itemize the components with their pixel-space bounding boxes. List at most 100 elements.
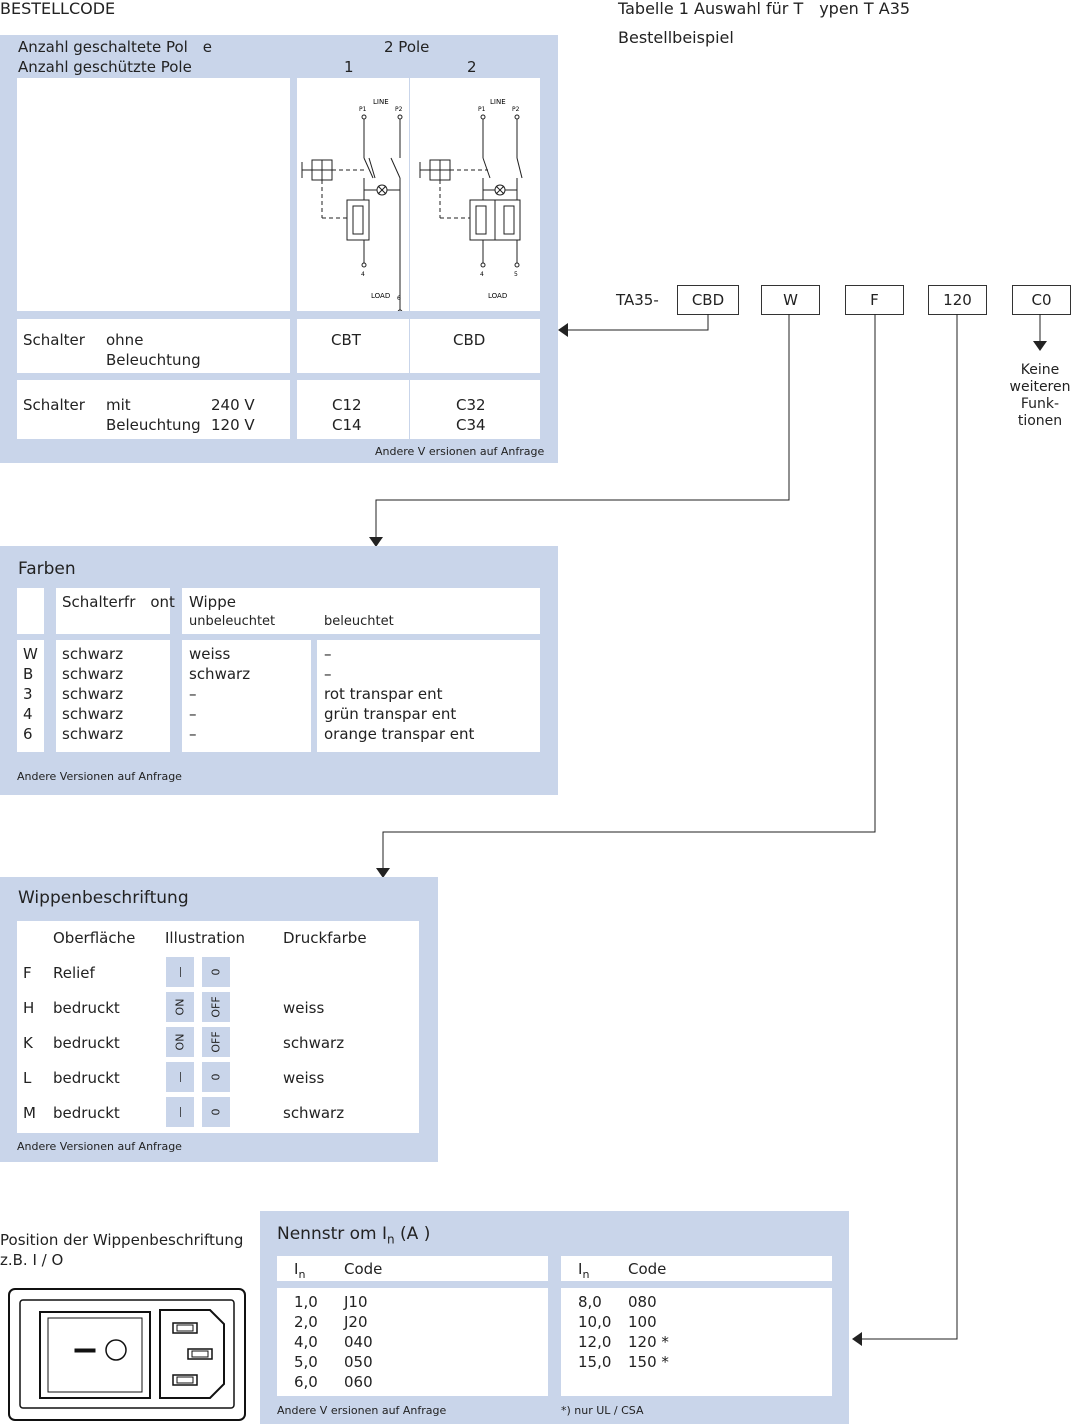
farben-header-front-cell: Schalterfr ont [56, 588, 175, 634]
switch-light-v2-cell: C32 C34 [410, 380, 540, 439]
diagram2-line-label: LINE [490, 98, 506, 106]
farben-col-unlit: unbeleuchtet [189, 614, 276, 629]
diagram1-p2-label: P2 [395, 106, 403, 113]
wippen-surface-1: Relief [53, 964, 95, 982]
wippen-illus-4a-text: — [173, 1071, 187, 1083]
diagram2-p1-label: P1 [478, 106, 486, 113]
wippen-surface-5: bedruckt [53, 1104, 120, 1122]
farben-unlit-3: – [189, 685, 197, 703]
position-line-2: z.B. I / O [0, 1251, 64, 1269]
wippen-panel: Wippenbeschriftung Oberfläche Illustrati… [0, 877, 438, 1162]
nennstrom-right-col-i-text: I [578, 1260, 583, 1278]
nennstrom-right-col-code: Code [628, 1260, 667, 1278]
wippen-illus-4b-text: 0 [209, 1073, 223, 1081]
poles-row1-label: Anzahl geschaltete Pol e [18, 38, 213, 56]
nennstrom-title-pre: Nennstr om I [277, 1224, 388, 1244]
nennstrom-left-header: In Code [277, 1256, 548, 1281]
nennstrom-left-col-i-sub: n [298, 1268, 306, 1281]
wippen-print-3: schwarz [283, 1034, 345, 1052]
farben-lit-4: grün transpar ent [324, 705, 457, 723]
wippen-illus-3b: OFF [202, 1027, 230, 1057]
nennstrom-right-i-2: 10,0 [578, 1313, 612, 1331]
poles-panel: Anzahl geschaltete Pol e 2 Pole Anzahl g… [0, 35, 558, 463]
farben-col-lit: beleuchtet [324, 614, 394, 629]
connector-w-line [375, 314, 790, 540]
farben-front-5: schwarz [62, 725, 124, 743]
arrow-c0-icon [1033, 341, 1047, 351]
farben-lit-1: – [324, 645, 332, 663]
c0-note-line-1: Keine [1020, 362, 1060, 378]
nennstrom-left-i-5: 6,0 [294, 1373, 318, 1391]
nennstrom-footnote: *) nur UL / CSA [561, 1404, 644, 1417]
poles-row1-value: 2 Pole [384, 38, 430, 56]
nennstrom-right-code-2: 100 [628, 1313, 657, 1331]
c0-note-line-4: tionen [1017, 413, 1063, 429]
wippen-illus-5a: — [166, 1097, 194, 1127]
nennstrom-right-col-i-sub: n [582, 1268, 590, 1281]
wippen-code-5: M [23, 1104, 36, 1122]
nennstrom-panel: Nennstr om In (A ) In Code In Code 1,0 J… [260, 1211, 849, 1424]
diagram-cell-1: LINE P1 P2 4 6 LOAD [297, 78, 409, 311]
farben-front-2: schwarz [62, 665, 124, 683]
wippen-surface-4: bedruckt [53, 1069, 120, 1087]
switch-light-volt1: 240 V [211, 396, 255, 414]
wippen-col-illustration: Illustration [165, 929, 246, 947]
wippen-illus-4a: — [166, 1062, 194, 1092]
wippen-code-1: F [23, 964, 32, 982]
order-code-part-1: CBD [677, 285, 739, 315]
nennstrom-left-code-3: 040 [344, 1333, 373, 1351]
farben-panel: Farben Schalterfr ont Wippe unbeleuchtet… [0, 546, 558, 795]
nennstrom-right-header: In Code [561, 1256, 832, 1281]
farben-note: Andere Versionen auf Anfrage [17, 770, 182, 783]
nennstrom-title: Nennstr om In (A ) [277, 1225, 430, 1248]
table-title: Tabelle 1 Auswahl für T ypen T A35 [618, 0, 911, 18]
poles-col1: 1 [344, 58, 354, 76]
poles-row2-label: Anzahl geschützte Pole [18, 58, 192, 76]
diagram2-p2-label: P2 [512, 106, 520, 113]
switch-no-light-label: Schalter [23, 331, 85, 349]
farben-unlit-4: – [189, 705, 197, 723]
switch-light-sub2: Beleuchtung [106, 416, 201, 434]
farben-code-2: B [23, 665, 34, 683]
wippen-illus-3a: ON [166, 1027, 194, 1057]
switch-light-label: Schalter [23, 396, 85, 414]
wippen-surface-2: bedruckt [53, 999, 120, 1017]
c0-note-line-2: weiteren [1009, 379, 1071, 395]
switch-light-sub1: mit [106, 396, 131, 414]
wippen-title: Wippenbeschriftung [18, 888, 189, 908]
switch-light-volt2: 120 V [211, 416, 255, 434]
nennstrom-left-code-2: J20 [344, 1313, 368, 1331]
diagram1-load-label: LOAD [371, 292, 390, 300]
farben-unlit-1: weiss [189, 645, 231, 663]
c0-note-line-3: Funk- [1020, 396, 1060, 412]
nennstrom-note: Andere V ersionen auf Anfrage [277, 1404, 447, 1417]
diagram1-line-label: LINE [373, 98, 389, 106]
wippen-print-2: weiss [283, 999, 325, 1017]
nennstrom-left-code-5: 060 [344, 1373, 373, 1391]
wippen-illus-1a-text: — [173, 966, 187, 978]
wippen-illus-1b: 0 [202, 957, 230, 987]
wippen-illus-2a: ON [166, 992, 194, 1022]
wippen-illus-2b-text: OFF [209, 996, 223, 1018]
farben-code-5: 6 [23, 725, 33, 743]
switch-light-v1b: C14 [332, 416, 362, 434]
wippen-code-3: K [23, 1034, 33, 1052]
farben-unlit-2: schwarz [189, 665, 251, 683]
switch-no-light-v1-cell: CBT [297, 319, 409, 373]
switch-no-light-v2-cell: CBD [410, 319, 540, 373]
nennstrom-left-code-1: J10 [344, 1293, 368, 1311]
wippen-illus-1b-text: 0 [209, 968, 223, 976]
wippen-note: Andere Versionen auf Anfrage [17, 1140, 182, 1153]
wippen-illus-4b: 0 [202, 1062, 230, 1092]
arrow-f-icon [376, 868, 390, 878]
farben-lit-cell: – – rot transpar ent grün transpar ent o… [317, 640, 540, 752]
farben-front-1: schwarz [62, 645, 124, 663]
wippen-surface-3: bedruckt [53, 1034, 120, 1052]
poles-empty-cell [17, 78, 290, 311]
farben-header-wippe-cell: Wippe unbeleuchtet beleuchtet [182, 588, 540, 634]
nennstrom-left-col-i: In [294, 1260, 305, 1284]
arrow-120-icon [852, 1332, 862, 1346]
nennstrom-left-col-i-text: I [294, 1260, 299, 1278]
nennstrom-right-i-4: 15,0 [578, 1353, 612, 1371]
order-code-part-4: 120 [928, 285, 987, 315]
